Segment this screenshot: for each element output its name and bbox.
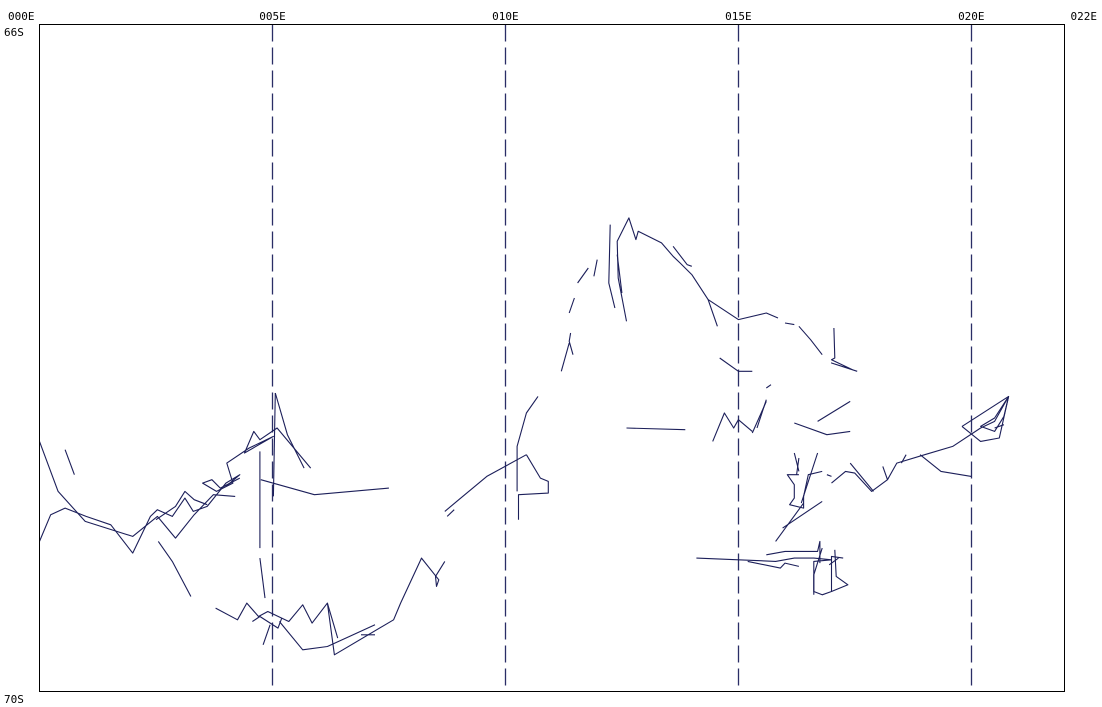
- track-segment-18: [517, 454, 549, 520]
- track-segment-63: [64, 449, 75, 475]
- lon-label-015E: 015E: [725, 10, 752, 23]
- track-segment-51: [900, 454, 907, 464]
- track-segment-27: [616, 217, 693, 322]
- track-segment-47: [782, 500, 823, 529]
- track-segment-13: [326, 557, 446, 656]
- track-segment-17: [446, 509, 455, 517]
- track-segment-7: [259, 558, 266, 599]
- track-segment-57: [696, 555, 844, 596]
- track-segment-28: [672, 245, 692, 267]
- meridian-gridlines: [271, 24, 973, 692]
- track-segment-23: [577, 267, 589, 284]
- track-segment-4: [274, 392, 305, 469]
- track-segment-55: [961, 396, 1010, 442]
- track-segment-62: [828, 557, 839, 566]
- track-segment-36: [626, 427, 686, 431]
- track-segment-50: [882, 466, 889, 480]
- track-segment-0: [38, 441, 236, 539]
- track-segment-9: [215, 602, 339, 639]
- track-segment-60: [766, 540, 821, 564]
- lon-label-010E: 010E: [492, 10, 519, 23]
- track-segment-59: [747, 560, 800, 569]
- track-segment-29: [691, 274, 779, 321]
- track-segment-58: [831, 549, 849, 593]
- lat-label-bottom: 70S: [4, 693, 24, 706]
- track-segment-46: [775, 502, 805, 542]
- track-segment-12: [278, 621, 376, 651]
- track-segment-42: [793, 452, 800, 472]
- track-segment-37: [712, 412, 753, 442]
- track-segment-30: [707, 299, 718, 327]
- track-segment-35: [765, 384, 772, 389]
- track-segment-43: [796, 457, 800, 475]
- track-segment-53: [849, 462, 874, 492]
- lon-label-022E: 022E: [1071, 10, 1098, 23]
- track-segment-24: [593, 259, 598, 277]
- track-segment-33: [830, 327, 858, 372]
- track-segment-40: [817, 400, 851, 422]
- track-segment-41: [794, 422, 851, 436]
- lon-label-020E: 020E: [958, 10, 985, 23]
- track-segment-52: [919, 454, 972, 477]
- track-segment-15: [260, 479, 389, 496]
- track-segment-56: [994, 424, 1005, 429]
- track-segment-8: [157, 541, 192, 597]
- track-segment-25: [608, 224, 616, 309]
- track-segment-22: [568, 297, 575, 314]
- lon-label-000E: 000E: [8, 10, 35, 23]
- track-segment-20: [560, 342, 570, 372]
- track-segment-3: [202, 427, 312, 492]
- lon-label-005E: 005E: [259, 10, 286, 23]
- track-segment-19: [516, 396, 539, 492]
- track-segment-45: [800, 452, 819, 504]
- track-segment-10: [252, 615, 283, 629]
- track-segment-34: [719, 357, 753, 372]
- lat-label-top: 66S: [4, 26, 24, 39]
- track-segment-39: [756, 399, 767, 429]
- track-segment-16: [444, 454, 527, 512]
- track-segment-44: [786, 470, 823, 509]
- track-segment-2: [155, 490, 208, 521]
- longitude-labels: 000E 005E 010E 015E 020E 022E: [8, 10, 1097, 23]
- track-segment-1: [38, 474, 241, 554]
- track-segment-48: [826, 474, 832, 477]
- track-segment-49: [831, 396, 1010, 492]
- map-frame: [39, 24, 1065, 692]
- track-segment-32: [798, 325, 823, 356]
- track-segment-5: [272, 392, 276, 497]
- track-segment-31: [784, 322, 795, 326]
- track-segment-61: [813, 547, 823, 595]
- track-segment-11: [262, 624, 271, 645]
- track-segment-21: [568, 332, 574, 355]
- track-layer: [38, 217, 1010, 656]
